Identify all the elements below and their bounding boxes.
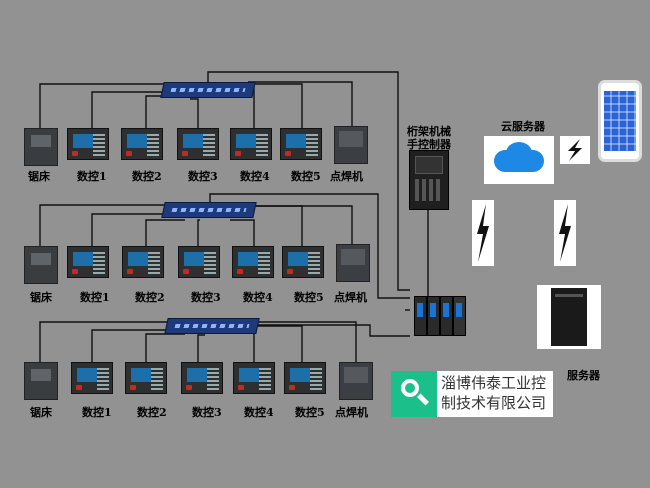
device-label: 数控2 <box>132 170 162 183</box>
controller-device-icon <box>409 150 449 210</box>
spot-welder-icon <box>339 362 373 400</box>
cnc-panel-icon <box>230 128 272 160</box>
device-label: 数控2 <box>137 406 167 419</box>
device-label: 数控2 <box>135 291 165 304</box>
cnc-panel-icon <box>71 362 113 394</box>
device-label: 数控5 <box>294 291 324 304</box>
search-icon <box>391 371 437 417</box>
device-label: 数控4 <box>244 406 274 419</box>
cnc-panel-icon <box>282 246 324 278</box>
lightning-bolt-icon <box>554 200 576 266</box>
cnc-panel-icon <box>177 128 219 160</box>
device-label: 数控4 <box>240 170 270 183</box>
device-label: 点焊机 <box>334 291 367 304</box>
cnc-panel-icon <box>233 362 275 394</box>
saw-machine-icon <box>24 246 58 284</box>
cnc-panel-icon <box>121 128 163 160</box>
device-label: 点焊机 <box>335 406 368 419</box>
device-label: 点焊机 <box>330 170 363 183</box>
controller-label: 桁架机械 <box>407 125 451 138</box>
industrial-gateway-icon <box>410 296 466 336</box>
cnc-panel-icon <box>232 246 274 278</box>
cloud-label: 云服务器 <box>501 120 545 133</box>
saw-machine-icon <box>24 362 58 400</box>
device-label: 锯床 <box>28 170 50 183</box>
cnc-panel-icon <box>67 246 109 278</box>
device-label: 数控1 <box>82 406 112 419</box>
cnc-panel-icon <box>122 246 164 278</box>
cnc-panel-icon <box>125 362 167 394</box>
cnc-panel-icon <box>178 246 220 278</box>
device-label: 数控1 <box>77 170 107 183</box>
device-label: 锯床 <box>30 291 52 304</box>
device-label: 数控1 <box>80 291 110 304</box>
network-switch-icon <box>164 318 260 334</box>
company-name: 淄博伟泰工业控制技术有限公司 <box>441 374 547 412</box>
spot-welder-icon <box>334 126 368 164</box>
cnc-panel-icon <box>67 128 109 160</box>
server-tower-icon <box>537 285 601 349</box>
cnc-panel-icon <box>181 362 223 394</box>
server-label: 服务器 <box>567 369 600 382</box>
smartphone-icon <box>598 80 642 162</box>
device-label: 数控5 <box>291 170 321 183</box>
saw-machine-icon <box>24 128 58 166</box>
device-label: 锯床 <box>30 406 52 419</box>
device-label: 数控3 <box>192 406 222 419</box>
lightning-bolt-icon <box>560 136 590 164</box>
cnc-panel-icon <box>280 128 322 160</box>
device-label: 数控4 <box>243 291 273 304</box>
controller-label: 手控制器 <box>407 138 451 151</box>
network-switch-icon <box>160 82 256 98</box>
cnc-panel-icon <box>284 362 326 394</box>
device-label: 数控3 <box>188 170 218 183</box>
device-label: 数控5 <box>295 406 325 419</box>
network-switch-icon <box>161 202 257 218</box>
device-label: 数控3 <box>191 291 221 304</box>
spot-welder-icon <box>336 244 370 282</box>
lightning-bolt-icon <box>472 200 494 266</box>
cloud-icon <box>484 136 554 184</box>
